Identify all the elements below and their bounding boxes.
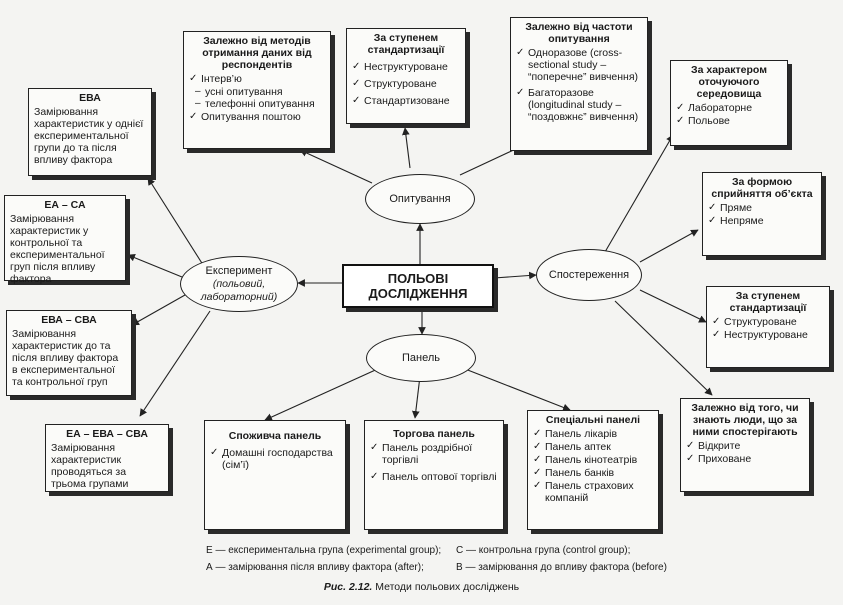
survey-frequency-box: Залежно від частоти опитування Одноразов… <box>510 17 648 151</box>
caption-text: Методи польових досліджень <box>375 581 520 593</box>
link-survey-methods <box>299 149 373 184</box>
obs-awareness-box: Залежно від того, чи знають люди, що за … <box>680 398 810 492</box>
node-observation-label: Спостереження <box>548 268 630 281</box>
node-survey-label: Опитування <box>389 192 451 205</box>
list-item: Неструктуроване <box>352 61 460 73</box>
box-title: За ступенем стандартизації <box>729 290 807 314</box>
link-obs-aware <box>614 300 713 396</box>
box-text: Замірювання характеристик у однієї експе… <box>34 106 144 166</box>
link-exp-eva <box>147 177 206 269</box>
list-item: Приховане <box>686 453 804 465</box>
list-item: Польове <box>676 115 782 127</box>
center-title: ПОЛЬОВІ ДОСЛІДЖЕННЯ <box>368 271 468 301</box>
list-item: Панель страхових компаній <box>533 480 653 504</box>
box-title: За формою сприйняття об’єкта <box>711 176 813 200</box>
exp-eva-box: ЕВА Замірювання характеристик у однієї е… <box>28 88 152 176</box>
list-item: Панель оптової торгівлі <box>370 471 498 483</box>
box-title: Залежно від частоти опитування <box>525 21 633 45</box>
obs-standard-box: За ступенем стандартизації Структуроване… <box>706 286 830 368</box>
survey-standard-box: За ступенем стандартизації Неструктурова… <box>346 28 466 124</box>
list-item: Багаторазове (longitudinal study – “позд… <box>516 87 642 123</box>
node-experiment: Експеримент (польовий, лабораторний) <box>180 256 298 312</box>
list-item: Домашні господарства (сім’ї) <box>210 447 340 471</box>
box-title: Залежно від того, чи знають люди, що за … <box>691 402 799 438</box>
panel-trade-box: Торгова панель Панель роздрібної торгівл… <box>364 420 504 530</box>
list-item: Структуроване <box>712 316 824 328</box>
list-item: Структуроване <box>352 78 460 90</box>
list-item: Стандартизоване <box>352 95 460 107</box>
link-obs-std <box>639 289 707 323</box>
list-item: Панель банків <box>533 467 653 479</box>
link-exp-eaca <box>127 254 183 278</box>
list-item: Опитування поштою <box>189 111 325 123</box>
link-exp-eaevacva <box>139 310 211 417</box>
box-title: Залежно від методів отримання даних від … <box>202 35 312 71</box>
box-title: ЕА – СА <box>44 199 86 211</box>
link-exp-evacva <box>131 294 186 326</box>
exp-ea-ca-box: ЕА – СА Замірювання характеристик у конт… <box>4 195 126 285</box>
link-panel-trade <box>411 375 421 419</box>
list-subitem: усні опитування <box>189 86 325 98</box>
exp-eva-cva-box: ЕВА – СВА Замірювання характеристик до т… <box>6 310 132 396</box>
link-survey-standard <box>402 127 411 169</box>
box-title: ЕВА – СВА <box>41 314 97 326</box>
figure-caption: Рис. 2.12. Методи польових досліджень <box>0 581 843 593</box>
list-subitem: телефонні опитування <box>189 98 325 110</box>
box-title: ЕВА <box>79 92 101 104</box>
link-panel-special <box>459 366 571 412</box>
node-observation: Спостереження <box>536 249 642 301</box>
node-experiment-label: Експеримент <box>205 264 273 277</box>
box-title: За характером оточуючого середовища <box>691 64 767 100</box>
box-text: Замірювання характеристик проводяться за… <box>51 442 129 490</box>
panel-special-box: Спеціальні панелі Панель лікарів Панель … <box>527 410 659 530</box>
list-item: Лабораторне <box>676 102 782 114</box>
node-experiment-sub: (польовий, лабораторний) <box>200 277 278 303</box>
list-item: Інтерв’ю <box>189 73 325 85</box>
center-box: ПОЛЬОВІ ДОСЛІДЖЕННЯ <box>342 264 494 308</box>
legend-line1a: Е — експериментальна група (experimental… <box>206 545 442 556</box>
list-item: Пряме <box>708 202 816 214</box>
exp-ea-eva-cva-box: ЕА – ЕВА – СВА Замірювання характеристик… <box>45 424 169 492</box>
box-title: Спеціальні панелі <box>545 414 641 426</box>
link-center-observation <box>493 271 537 280</box>
box-text: Замірювання характеристик до та після вп… <box>12 328 119 388</box>
box-title: Торгова панель <box>393 428 475 440</box>
link-obs-env <box>604 134 674 253</box>
obs-environment-box: За характером оточуючого середовища Лабо… <box>670 60 788 146</box>
node-survey: Опитування <box>365 174 475 224</box>
list-item: Панель кінотеатрів <box>533 454 653 466</box>
list-item: Непряме <box>708 215 816 227</box>
box-title: ЕА – ЕВА – СВА <box>66 428 148 440</box>
list-item: Панель лікарів <box>533 428 653 440</box>
list-item: Панель роздрібної торгівлі <box>370 442 498 466</box>
box-text: Замірювання характеристик у контрольної … <box>10 213 105 285</box>
list-item: Панель аптек <box>533 441 653 453</box>
link-obs-perc <box>639 229 699 263</box>
link-panel-consumer <box>264 366 383 421</box>
box-title: За ступенем стандартизації <box>367 32 445 56</box>
legend-line1b: С — контрольна група (control group); <box>456 545 631 556</box>
panel-consumer-box: Споживча панель Домашні господарства (сі… <box>204 420 346 530</box>
list-item: Неструктуроване <box>712 329 824 341</box>
caption-label: Рис. 2.12. <box>323 581 373 593</box>
legend-line2b: В — замірювання до впливу фактора (befor… <box>456 562 667 573</box>
node-panel-label: Панель <box>401 351 440 364</box>
list-item: Одноразове (cross-sectional study – “поп… <box>516 47 642 83</box>
legend-line2a: А — замірювання після впливу фактора (af… <box>206 562 424 573</box>
survey-methods-box: Залежно від методів отримання даних від … <box>183 31 331 149</box>
node-panel: Панель <box>366 334 476 382</box>
obs-perception-box: За формою сприйняття об’єкта Пряме Непря… <box>702 172 822 256</box>
list-item: Відкрите <box>686 440 804 452</box>
box-title: Споживча панель <box>228 430 322 442</box>
